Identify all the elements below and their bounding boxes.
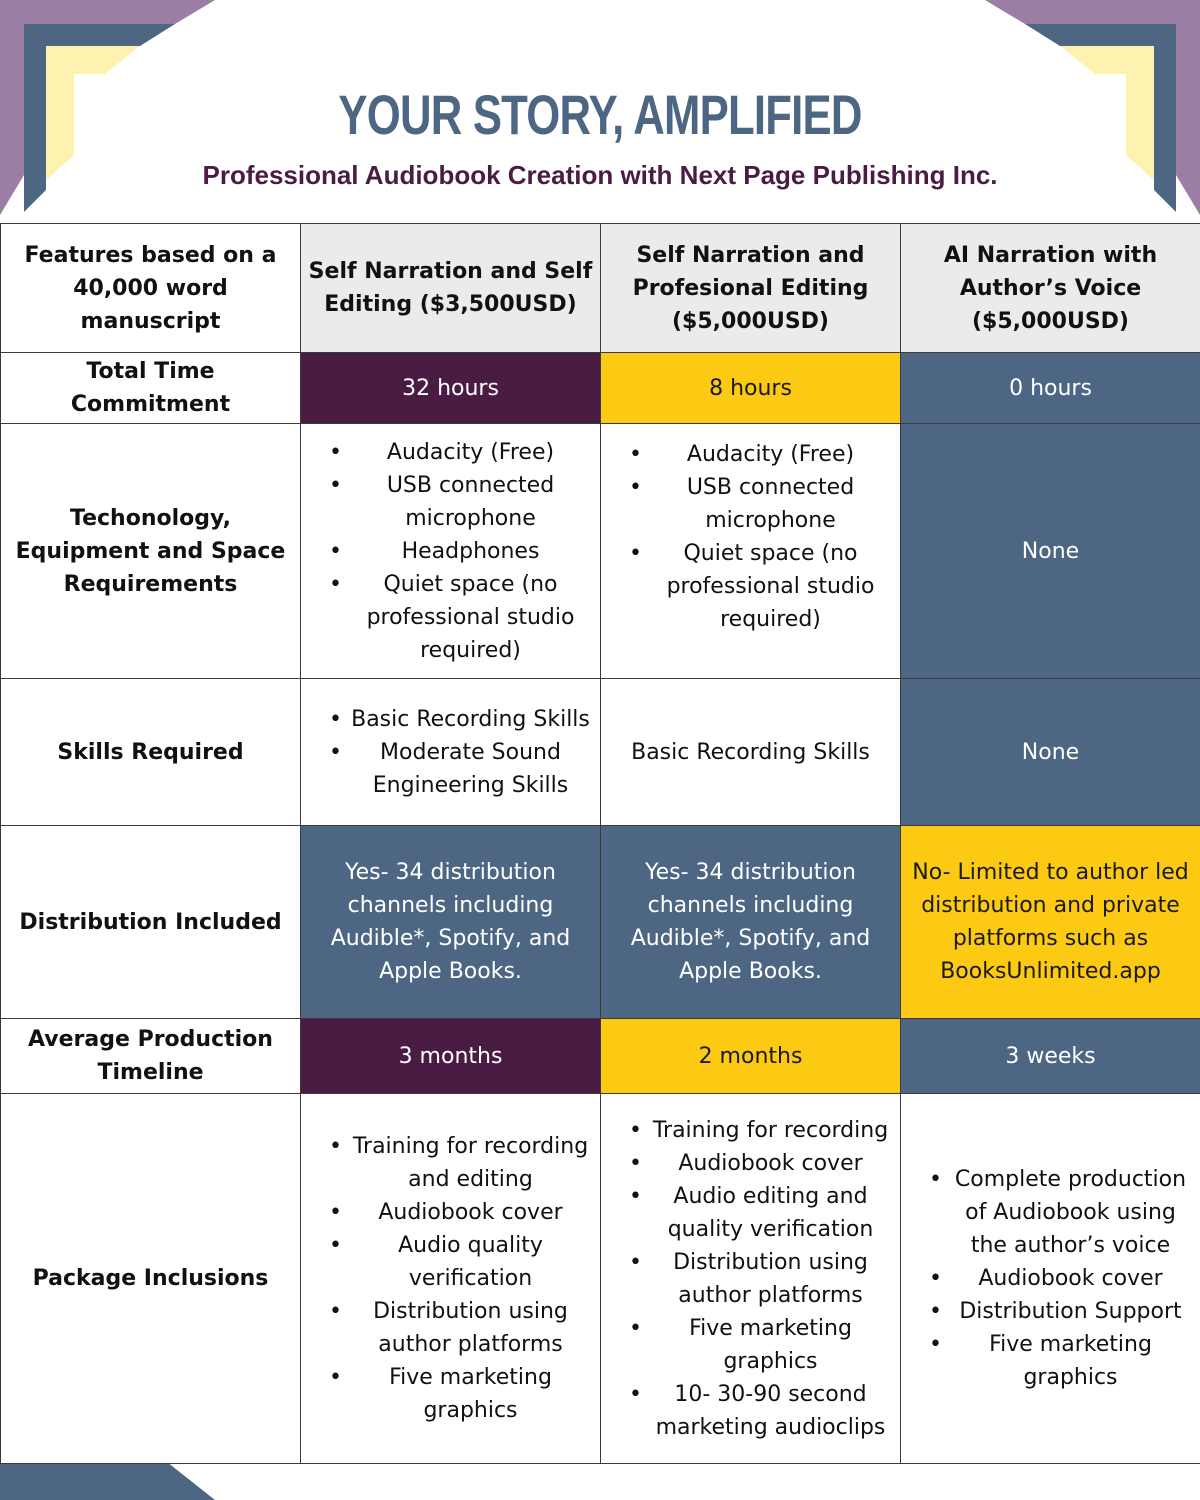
table-row: Total Time Commitment 32 hours 8 hours 0…: [0, 352, 1200, 424]
bullet-list: Training for recording Audiobook cover A…: [607, 1114, 894, 1444]
list-item: Audiobook cover: [907, 1262, 1194, 1295]
list-item: Training for recording: [607, 1114, 894, 1147]
bullet-list: Complete production of Audiobook using t…: [907, 1163, 1194, 1394]
page-subtitle: Professional Audiobook Creation with Nex…: [202, 160, 998, 190]
page-title: YOUR STORY, AMPLIFIED: [338, 83, 862, 146]
table-cell: Yes- 34 distribution channels including …: [300, 825, 601, 1019]
row-label-time-commitment: Total Time Commitment: [0, 352, 301, 424]
corner-decoration-top-left: [0, 0, 215, 215]
list-item: Five marketing graphics: [307, 1361, 594, 1427]
table-row: Skills Required Basic Recording Skills M…: [0, 678, 1200, 826]
table-cell: Audacity (Free) USB connected microphone…: [600, 423, 901, 679]
list-item: USB connected microphone: [307, 469, 594, 535]
table-cell: Basic Recording Skills: [600, 678, 901, 826]
list-item: Audiobook cover: [607, 1147, 894, 1180]
list-item: Distribution using author platforms: [607, 1246, 894, 1312]
bullet-list: Audacity (Free) USB connected microphone…: [607, 438, 894, 636]
bullet-list: Audacity (Free) USB connected microphone…: [307, 436, 594, 667]
table-cell: 8 hours: [600, 352, 901, 424]
list-item: Distribution using author platforms: [307, 1295, 594, 1361]
column-header-self-narration-professional-editing: Self Narration and Profesional Editing (…: [600, 223, 901, 353]
table-cell: 0 hours: [900, 352, 1200, 424]
list-item: Headphones: [307, 535, 594, 568]
list-item: Quiet space (no professional studio requ…: [307, 568, 594, 667]
table-row: Package Inclusions Training for recordin…: [0, 1093, 1200, 1464]
bullet-list: Training for recording and editing Audio…: [307, 1130, 594, 1427]
list-item: Moderate Sound Engineering Skills: [307, 736, 594, 802]
table-row: Average Production Timeline 3 months 2 m…: [0, 1018, 1200, 1094]
table-cell: No- Limited to author led distribution a…: [900, 825, 1200, 1019]
table-cell: 3 weeks: [900, 1018, 1200, 1094]
list-item: Training for recording and editing: [307, 1130, 594, 1196]
list-item: Basic Recording Skills: [307, 703, 594, 736]
list-item: Audacity (Free): [307, 436, 594, 469]
table-cell: None: [900, 423, 1200, 679]
row-label-production-timeline: Average Production Timeline: [0, 1018, 301, 1094]
table-cell: 2 months: [600, 1018, 901, 1094]
list-item: USB connected microphone: [607, 471, 894, 537]
list-item: Audiobook cover: [307, 1196, 594, 1229]
table-row: Techonology, Equipment and Space Require…: [0, 423, 1200, 679]
table-cell: Training for recording and editing Audio…: [300, 1093, 601, 1464]
table-cell: Complete production of Audiobook using t…: [900, 1093, 1200, 1464]
table-cell: Basic Recording Skills Moderate Sound En…: [300, 678, 601, 826]
list-item: Five marketing graphics: [607, 1312, 894, 1378]
row-label-distribution: Distribution Included: [0, 825, 301, 1019]
list-item: Quiet space (no professional studio requ…: [607, 537, 894, 636]
table-cell: 3 months: [300, 1018, 601, 1094]
table-cell: Audacity (Free) USB connected microphone…: [300, 423, 601, 679]
row-label-skills-required: Skills Required: [0, 678, 301, 826]
list-item: Five marketing graphics: [907, 1328, 1194, 1394]
list-item: Audio quality verification: [307, 1229, 594, 1295]
list-item: Audio editing and quality verification: [607, 1180, 894, 1246]
table-cell: Training for recording Audiobook cover A…: [600, 1093, 901, 1464]
row-label-tech-requirements: Techonology, Equipment and Space Require…: [0, 423, 301, 679]
list-item: Complete production of Audiobook using t…: [907, 1163, 1194, 1262]
table-row: Distribution Included Yes- 34 distributi…: [0, 825, 1200, 1019]
row-label-package-inclusions: Package Inclusions: [0, 1093, 301, 1464]
column-header-self-narration-self-editing: Self Narration and Self Editing ($3,500U…: [300, 223, 601, 353]
list-item: 10- 30-90 second marketing audioclips: [607, 1378, 894, 1444]
corner-decoration-top-right: [985, 0, 1200, 215]
header-row: Features based on a 40,000 word manuscri…: [0, 223, 1200, 353]
list-item: Distribution Support: [907, 1295, 1194, 1328]
column-header-features: Features based on a 40,000 word manuscri…: [0, 223, 301, 353]
table-cell: 32 hours: [300, 352, 601, 424]
comparison-table: Features based on a 40,000 word manuscri…: [0, 223, 1200, 1464]
list-item: Audacity (Free): [607, 438, 894, 471]
table-cell: None: [900, 678, 1200, 826]
bullet-list: Basic Recording Skills Moderate Sound En…: [307, 703, 594, 802]
table-cell: Yes- 34 distribution channels including …: [600, 825, 901, 1019]
column-header-ai-narration: AI Narration with Author’s Voice ($5,000…: [900, 223, 1200, 353]
